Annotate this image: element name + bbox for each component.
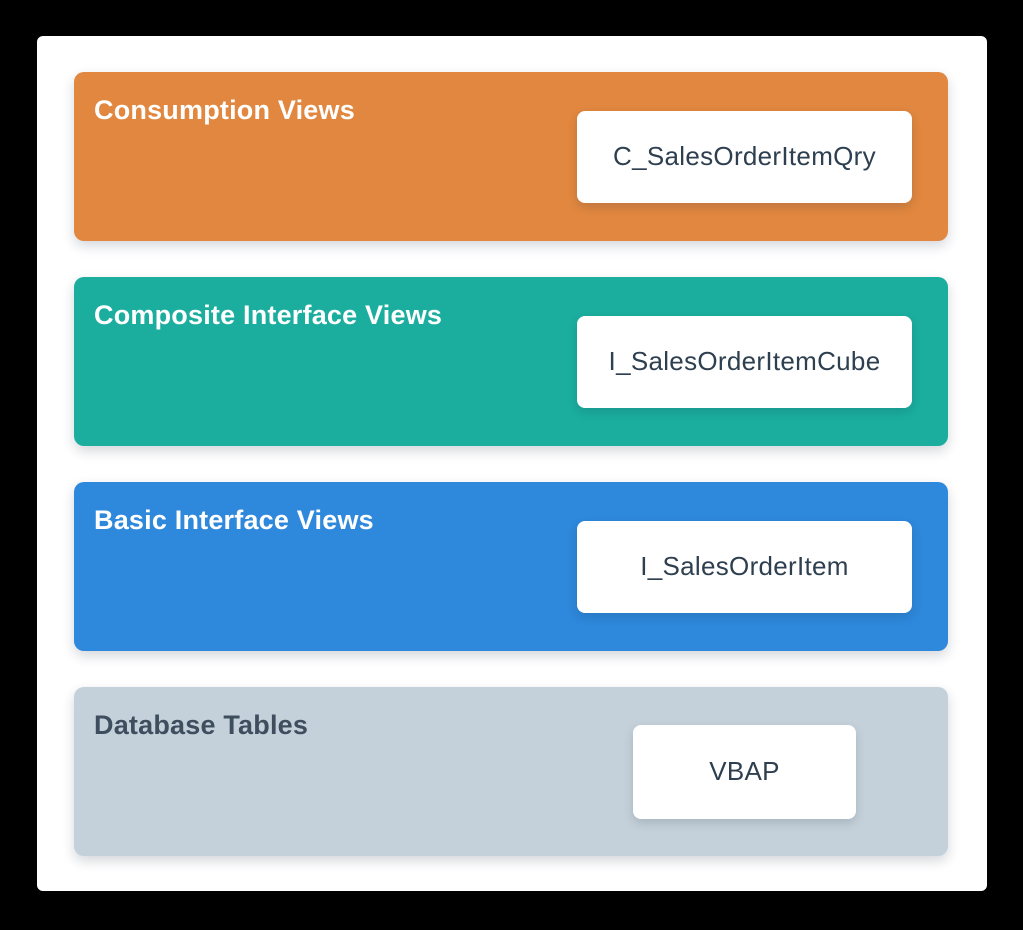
card-slot-basic: I_SalesOrderItem xyxy=(577,520,912,613)
cds-architecture-panel: Consumption Views C_SalesOrderItemQry Co… xyxy=(37,36,987,891)
layer-database-tables: Database Tables VBAP xyxy=(74,687,948,856)
layer-label-composite-interface-views: Composite Interface Views xyxy=(94,300,443,330)
card-slot-composite: I_SalesOrderItemCube xyxy=(577,315,912,408)
view-card-vbap: VBAP xyxy=(633,724,856,819)
layer-composite-interface-views: Composite Interface Views I_SalesOrderIt… xyxy=(74,277,948,446)
layer-label-basic-interface-views: Basic Interface Views xyxy=(94,505,374,535)
view-card-i-salesorderitemcube: I_SalesOrderItemCube xyxy=(577,315,912,408)
layer-consumption-views: Consumption Views C_SalesOrderItemQry xyxy=(74,72,948,241)
card-slot-consumption: C_SalesOrderItemQry xyxy=(577,110,912,203)
card-slot-database: VBAP xyxy=(577,724,912,819)
layer-label-consumption-views: Consumption Views xyxy=(94,95,355,125)
view-card-i-salesorderitem: I_SalesOrderItem xyxy=(577,520,912,613)
layer-basic-interface-views: Basic Interface Views I_SalesOrderItem xyxy=(74,482,948,651)
layer-label-database-tables: Database Tables xyxy=(94,710,309,740)
view-card-c-salesorderitemqry: C_SalesOrderItemQry xyxy=(577,110,912,203)
